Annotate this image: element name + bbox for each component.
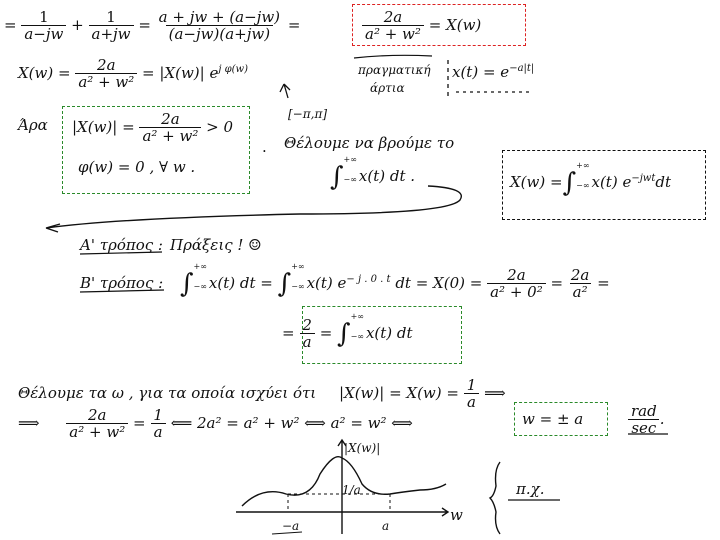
equals-sign: = <box>138 16 151 34</box>
way2-label: Β' τρόπος : <box>80 274 164 292</box>
phase-exponent: j φ(w) <box>218 64 249 75</box>
way1-text: Πράξεις ! ☺ <box>170 236 262 254</box>
graph-level: 1/a <box>342 483 361 497</box>
plus-sign: + <box>71 16 84 34</box>
graph-curve <box>241 456 447 507</box>
graph-tick-neg: −a <box>282 519 300 533</box>
way1-underline <box>79 251 163 255</box>
want-text: Θέλουμε να βρούμε το <box>284 134 455 152</box>
phase-line: φ(w) = 0 , ∀ w . <box>78 158 196 176</box>
way1-label: Α' τρόπος : <box>80 236 163 254</box>
fourier-def-box <box>502 150 706 220</box>
way2-equation: ∫+∞−∞x(t) dt = ∫+∞−∞x(t) e− j . 0 . t dt… <box>180 262 610 301</box>
tick-neg-underline <box>271 531 303 535</box>
connector-curve <box>45 185 462 233</box>
equals-sign: = <box>287 16 301 34</box>
green-box-answer <box>514 402 608 436</box>
want-line: Θέλουμε τα ω , για τα οποία ισχύει ότι |… <box>18 376 506 411</box>
interval-label: [−π,π] <box>288 107 328 121</box>
result-box-red <box>352 4 526 46</box>
real-underline <box>353 54 433 59</box>
ara-label: Άρα <box>18 116 48 134</box>
fraction-3: a + jw + (a−jw)(a−jw)(a+jw) <box>158 8 281 43</box>
x-of-w: = X(w) <box>428 16 482 34</box>
way2-underline <box>79 289 165 293</box>
answer: w = ± a <box>522 410 584 428</box>
fourier-def: X(w) =∫+∞−∞x(t) e−jwtdt <box>510 161 672 198</box>
signal-def: x(t) = e−a|t| <box>452 63 535 81</box>
example-note: π.χ. <box>516 480 545 498</box>
real-label: πραγματική <box>358 63 431 77</box>
even-label: άρτια <box>370 81 405 95</box>
polar-form: = |X(w)| e <box>142 64 219 82</box>
phase-arrow <box>279 83 291 99</box>
graph-xlabel: w <box>450 506 463 524</box>
target-integral: ∫+∞−∞x(t) dt . <box>330 155 416 192</box>
graph-y-axis <box>337 438 347 534</box>
green-box-magnitude <box>62 106 250 194</box>
graph-tick-pos: a <box>382 519 390 533</box>
graph-ylabel: |X(w)| <box>344 441 381 455</box>
x-w-lhs: X(w) = <box>18 64 71 82</box>
period-dot: . <box>262 138 267 156</box>
equals-sign: = <box>4 16 17 34</box>
green-box-result <box>302 306 462 364</box>
brace <box>488 461 501 535</box>
